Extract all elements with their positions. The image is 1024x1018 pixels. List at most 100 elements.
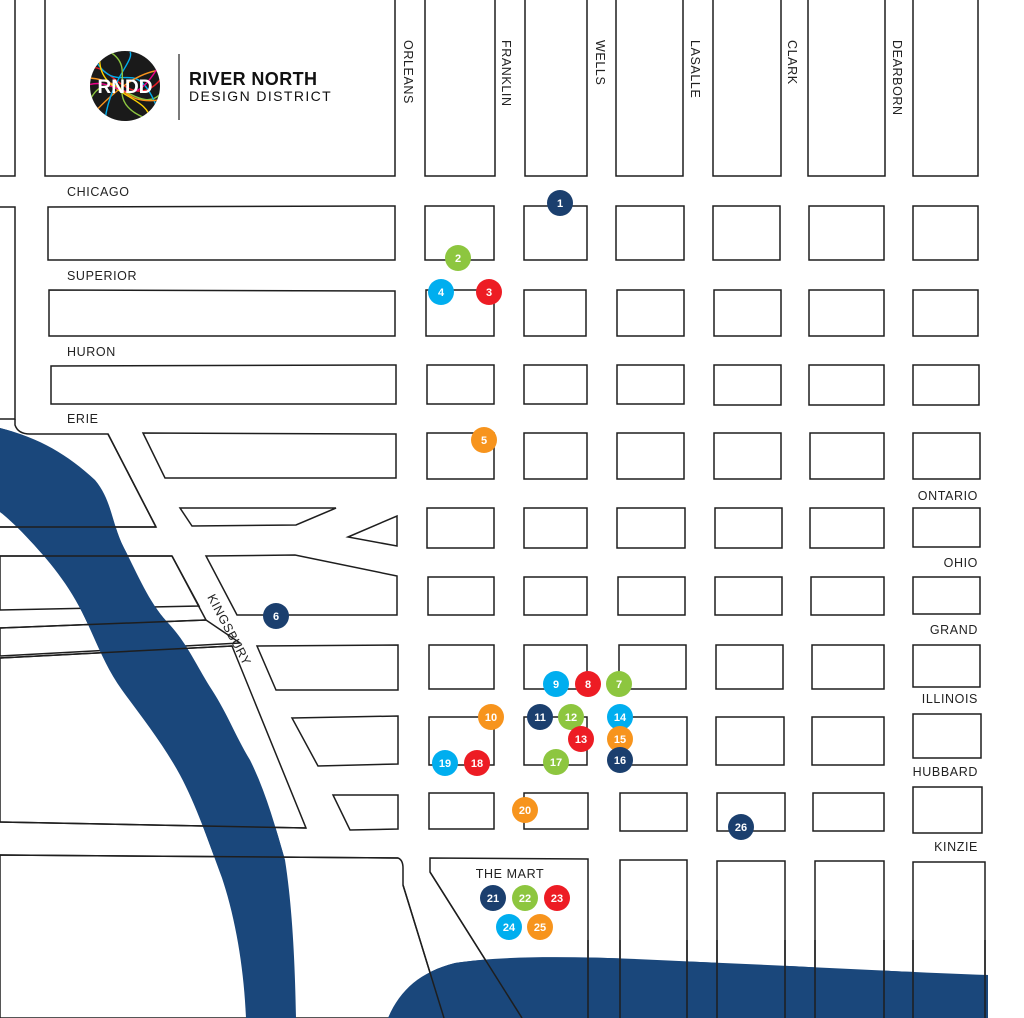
block [807,0,886,177]
marker-dot[interactable] [428,279,454,305]
block [426,364,495,405]
marker-dot[interactable] [527,914,553,940]
block [811,644,885,690]
marker-dot[interactable] [568,726,594,752]
marker-dot[interactable] [432,750,458,776]
block [615,0,684,177]
location-marker[interactable]: 21 [480,885,506,911]
marker-dot[interactable] [544,885,570,911]
marker-number: 14 [614,712,627,724]
location-marker[interactable]: 20 [512,797,538,823]
marker-number: 17 [550,757,562,769]
location-marker[interactable]: 14 [607,704,633,730]
block [912,289,979,337]
location-marker[interactable]: 12 [558,704,584,730]
marker-dot[interactable] [607,704,633,730]
block [713,289,782,337]
marker-number: 5 [481,435,487,447]
location-marker[interactable]: 18 [464,750,490,776]
marker-dot[interactable] [543,749,569,775]
block [809,432,885,480]
marker-dot[interactable] [543,671,569,697]
location-markers[interactable]: 1 2 3 4 5 6 7 8 9 10 11 12 13 14 15 16 1… [263,190,754,940]
block [713,432,782,480]
marker-dot[interactable] [471,427,497,453]
location-marker[interactable]: 1 [547,190,573,216]
location-marker[interactable]: 6 [263,603,289,629]
bridge-line [429,871,523,1018]
location-marker[interactable]: 11 [527,704,553,730]
location-marker[interactable]: 2 [445,245,471,271]
marker-number: 2 [455,253,461,265]
location-marker[interactable]: 24 [496,914,522,940]
marker-number: 6 [273,611,279,623]
street-label-kinzie: KINZIE [934,840,978,854]
block [616,289,685,337]
marker-dot[interactable] [480,885,506,911]
block [619,792,688,832]
location-marker[interactable]: 3 [476,279,502,305]
location-marker[interactable]: 5 [471,427,497,453]
marker-number: 24 [503,922,516,934]
block [714,576,783,616]
block [0,0,16,177]
landmark-the-mart: THE MART [476,867,544,881]
marker-dot[interactable] [464,750,490,776]
block [523,289,587,337]
block [204,554,398,616]
marker-dot[interactable] [575,671,601,697]
location-marker[interactable]: 25 [527,914,553,940]
block [424,0,496,177]
marker-dot[interactable] [445,245,471,271]
street-label-ohio: OHIO [944,556,978,570]
marker-dot[interactable] [607,747,633,773]
location-marker[interactable]: 15 [607,726,633,752]
block [524,0,588,177]
location-marker[interactable]: 10 [478,704,504,730]
block [0,206,16,420]
block [290,715,399,767]
location-marker[interactable]: 17 [543,749,569,775]
location-marker[interactable]: 22 [512,885,538,911]
marker-dot[interactable] [496,914,522,940]
street-label-clark: CLARK [785,40,799,85]
location-marker[interactable]: 19 [432,750,458,776]
bridge-line [0,645,233,659]
marker-dot[interactable] [606,671,632,697]
block [141,432,397,479]
location-marker[interactable]: 16 [607,747,633,773]
marker-dot[interactable] [527,704,553,730]
marker-dot[interactable] [512,797,538,823]
marker-number: 1 [557,198,563,210]
block [255,644,399,691]
street-label-huron: HURON [67,345,116,359]
block [912,432,981,480]
street-label-hubbard: HUBBARD [913,765,978,779]
street-label-lasalle: LASALLE [688,40,702,98]
location-marker[interactable]: 8 [575,671,601,697]
location-marker[interactable]: 4 [428,279,454,305]
marker-dot[interactable] [607,726,633,752]
location-marker[interactable]: 7 [606,671,632,697]
location-marker[interactable]: 13 [568,726,594,752]
location-marker[interactable]: 23 [544,885,570,911]
block [912,507,981,548]
marker-dot[interactable] [476,279,502,305]
marker-dot[interactable] [728,814,754,840]
marker-dot[interactable] [263,603,289,629]
location-marker[interactable]: 26 [728,814,754,840]
block [331,794,399,831]
location-marker[interactable]: 9 [543,671,569,697]
marker-dot[interactable] [558,704,584,730]
block [428,644,495,690]
bridge-line [0,619,207,629]
marker-dot[interactable] [478,704,504,730]
marker-number: 20 [519,805,531,817]
street-label-chicago: CHICAGO [67,185,130,199]
block [616,507,686,549]
marker-number: 22 [519,893,531,905]
marker-dot[interactable] [547,190,573,216]
marker-dot[interactable] [512,885,538,911]
